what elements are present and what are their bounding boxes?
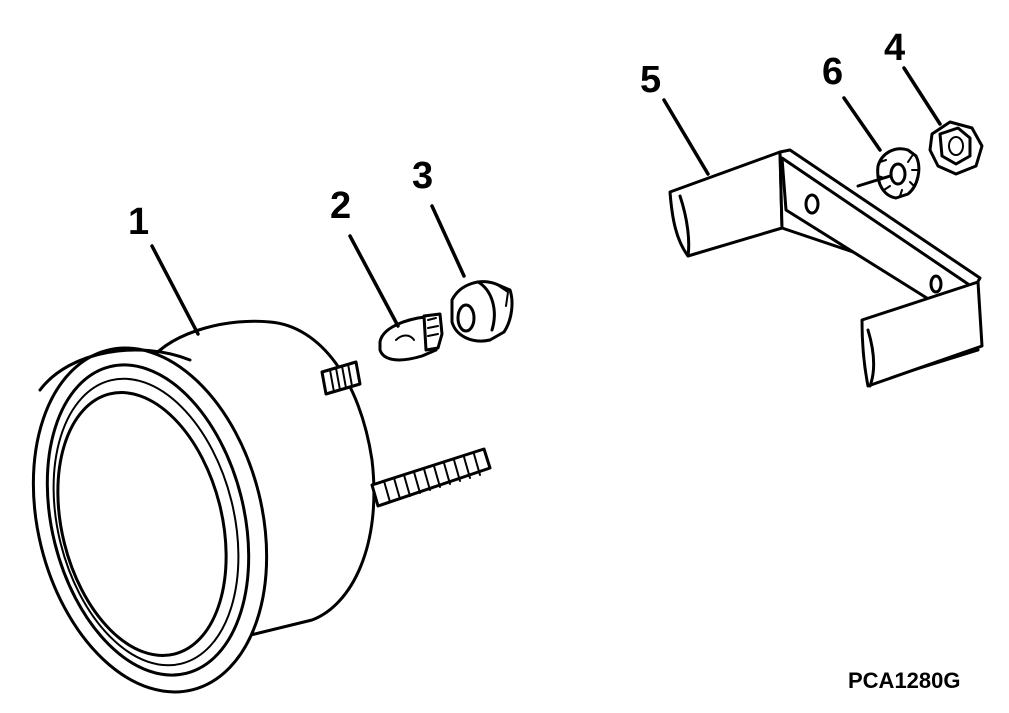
callout-5: 5 — [640, 59, 661, 101]
callout-6: 6 — [822, 51, 843, 93]
callout-2: 2 — [330, 185, 351, 227]
leader-lines — [150, 66, 942, 336]
lock-washer-icon — [856, 147, 921, 200]
lower-stud-icon — [370, 447, 492, 508]
callout-4: 4 — [884, 27, 905, 69]
callout-3: 3 — [412, 155, 433, 197]
upper-stud-icon — [320, 360, 362, 396]
figure-code: PCA1280G — [848, 668, 961, 693]
gauge-body-icon — [31, 319, 492, 694]
bulb-icon — [378, 312, 444, 362]
hex-nut-icon — [928, 120, 984, 176]
callout-1: 1 — [128, 201, 149, 243]
mounting-bracket-icon — [668, 148, 984, 388]
bulb-socket-icon — [450, 280, 514, 343]
